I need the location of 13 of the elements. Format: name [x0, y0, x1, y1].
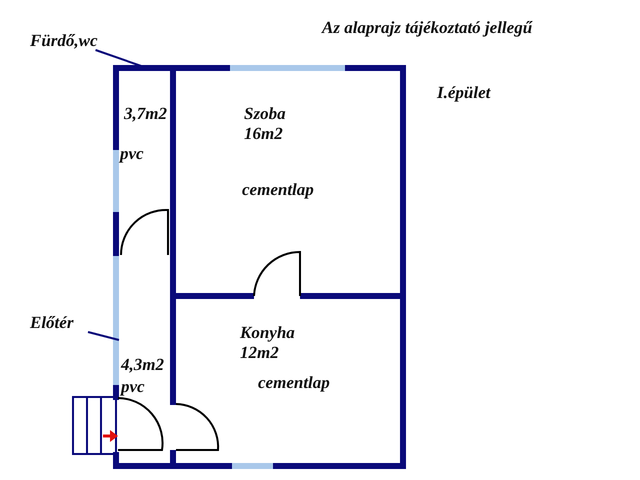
room-name: Fürdő,wc [30, 31, 98, 51]
floor-material: cementlap [258, 373, 330, 393]
room-name: Szoba 16m2 [244, 104, 287, 144]
floor-material: pvc [121, 377, 145, 397]
room-name: Előtér [30, 313, 74, 333]
floor-material: pvc [120, 144, 144, 164]
floor-material: cementlap [242, 180, 314, 200]
room-name: Konyha 12m2 [240, 323, 296, 363]
building-label: I.épület [437, 83, 490, 103]
room-area: 4,3m2 [121, 355, 164, 375]
note: Az alaprajz tájékoztató jellegű [322, 18, 532, 38]
room-area: 3,7m2 [124, 104, 167, 124]
leader-line [88, 331, 120, 341]
